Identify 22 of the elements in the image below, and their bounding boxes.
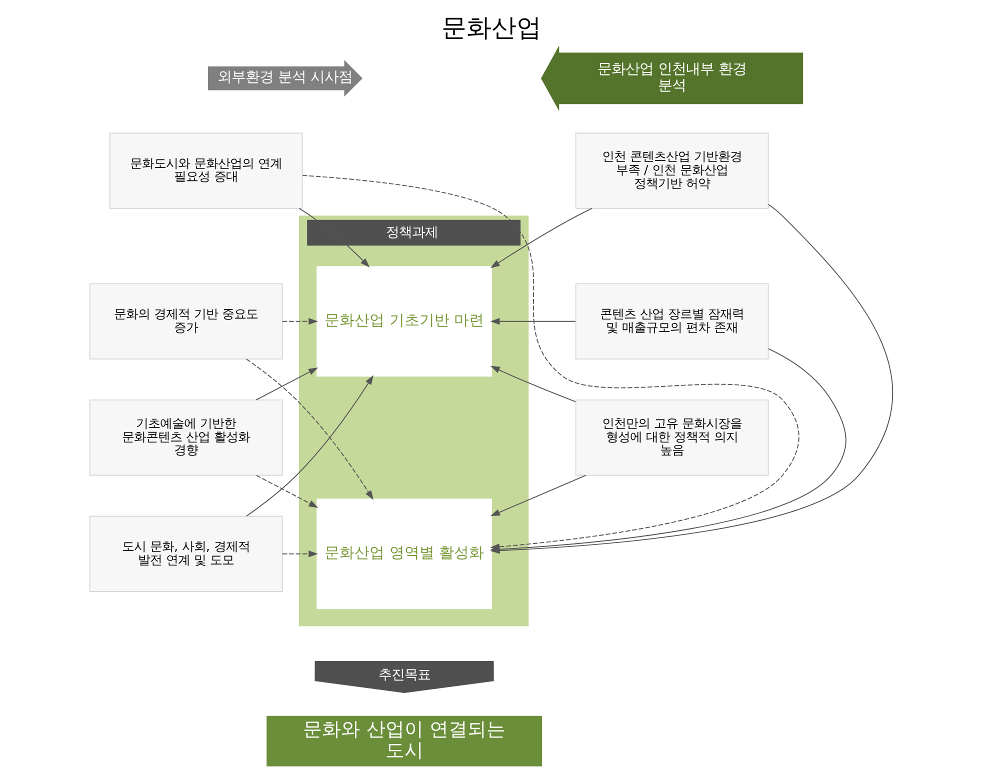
arrow [490, 208, 592, 268]
arrow [246, 375, 374, 517]
arrow [490, 474, 586, 516]
node-box: 인천 콘텐츠산업 기반환경 부족 / 인천 문화산업 정책기반 허약 [575, 132, 769, 209]
node-box: 문화도시와 문화산업의 연계 필요성 증대 [109, 132, 303, 209]
node-box: 문화의 경제적 기반 중요도 증가 [89, 283, 283, 360]
arrow [246, 358, 374, 500]
node-box: 문화산업 기초기반 마련 [316, 266, 492, 377]
node-box: 문화산업 영역별 활성화 [316, 498, 492, 610]
node-box: 문화와 산업이 연결되는 도시 [266, 716, 542, 766]
node-box: 인천만의 고유 문화시장을 형성에 대한 정책적 의지 높음 [575, 399, 769, 476]
arrow [490, 366, 576, 402]
arrow [282, 318, 318, 325]
arrow [282, 550, 318, 558]
node-box: 도시 문화, 사회, 경제적 발전 연계 및 도모 [89, 516, 283, 592]
arrow [490, 318, 576, 325]
node-box: 콘텐츠 산업 장르별 잠재력 및 매출규모의 편차 존재 [575, 283, 769, 360]
arrow [298, 208, 370, 268]
node-box: 기초예술에 기반한 문화콘텐츠 산업 활성화 경향 [89, 399, 283, 476]
arrow [256, 474, 318, 508]
diagram-title: 문화산업 [442, 12, 542, 42]
arrow [256, 367, 318, 400]
